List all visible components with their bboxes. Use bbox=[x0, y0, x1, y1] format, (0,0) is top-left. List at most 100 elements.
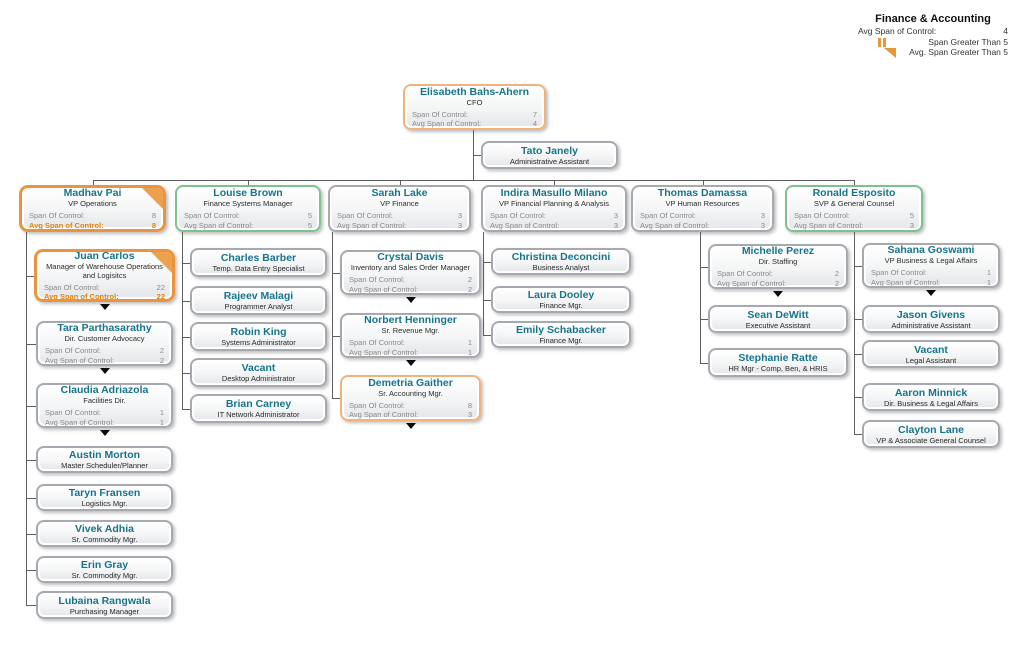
employee-title: Dir. Staffing bbox=[758, 257, 798, 266]
avg-span-of-control-row: Avg Span of Control:3 bbox=[787, 221, 921, 231]
span-of-control-row: Span Of Control:7 bbox=[405, 110, 544, 120]
column-line bbox=[700, 232, 701, 363]
span-of-control-label: Span Of Control: bbox=[45, 346, 101, 355]
chart-title: Finance & Accounting bbox=[875, 13, 991, 25]
avg-span-of-control-row: Avg Span of Control:1 bbox=[864, 278, 998, 287]
avg-span-of-control-label: Avg Span of Control: bbox=[349, 347, 419, 357]
span-of-control-row: Span Of Control:5 bbox=[177, 211, 319, 221]
child-stub-line bbox=[700, 319, 708, 320]
collapsed-subordinates-arrow-icon[interactable] bbox=[99, 368, 110, 374]
span-of-control-label: Span Of Control: bbox=[640, 211, 696, 220]
employee-name: Ronald Esposito bbox=[812, 187, 896, 199]
child-stub-line bbox=[854, 266, 862, 267]
child-stub-line bbox=[182, 409, 190, 410]
column-line bbox=[854, 232, 855, 434]
span-of-control-label: Span Of Control: bbox=[44, 282, 100, 292]
collapsed-subordinates-arrow-icon[interactable] bbox=[405, 423, 416, 429]
employee-title: VP Business & Legal Affairs bbox=[884, 256, 978, 265]
span-of-control-row: Span Of Control:22 bbox=[37, 283, 172, 293]
collapsed-subordinates-arrow-icon[interactable] bbox=[405, 297, 416, 303]
avg-span-of-control-value: 4 bbox=[532, 119, 537, 128]
child-stub-line bbox=[26, 344, 36, 345]
avg-span-of-control-label: Avg Span of Control: bbox=[717, 278, 787, 288]
collapsed-subordinates-arrow-icon[interactable] bbox=[405, 360, 416, 366]
span-of-control-label: Span Of Control: bbox=[337, 211, 393, 220]
collapsed-subordinates-arrow-icon[interactable] bbox=[773, 291, 783, 297]
avg-span-of-control-value: 3 bbox=[457, 220, 462, 230]
employee-title: Temp. Data Entry Specialist bbox=[212, 264, 305, 273]
avg-span-of-control-label: Avg Span of Control: bbox=[45, 355, 115, 365]
vp-drop-line bbox=[400, 180, 401, 185]
collapsed-subordinates-arrow-icon[interactable] bbox=[99, 304, 110, 310]
avg-span-of-control-value: 2 bbox=[834, 278, 839, 288]
avg-span-of-control-value: 3 bbox=[760, 220, 765, 230]
avg-span-of-control-row: Avg Span of Control:4 bbox=[405, 119, 544, 128]
collapsed-subordinates-arrow-icon[interactable] bbox=[926, 290, 936, 296]
child-stub-line bbox=[26, 498, 36, 499]
span-of-control-label: Span Of Control: bbox=[871, 268, 927, 277]
avg-span-of-control-label: Avg Span of Control: bbox=[794, 220, 864, 230]
avg-span-of-control-value: 2 bbox=[159, 355, 164, 365]
child-stub-line bbox=[483, 300, 491, 301]
column-line bbox=[332, 232, 333, 398]
avg-span-of-control-row: Avg Span of Control:3 bbox=[330, 221, 469, 231]
child-stub-line bbox=[26, 276, 34, 277]
legend-avg-span-label: Avg Span of Control: bbox=[858, 26, 937, 36]
child-stub-line bbox=[700, 267, 708, 268]
employee-title: Dir. Business & Legal Affairs bbox=[883, 398, 979, 408]
employee-name: Tato Janely bbox=[521, 144, 578, 157]
collapsed-subordinates-arrow-icon[interactable] bbox=[99, 430, 110, 436]
child-stub-line bbox=[26, 570, 36, 571]
employee-name: Demetria Gaither bbox=[368, 376, 453, 389]
avg-flag-corner-icon bbox=[151, 252, 172, 273]
child-stub-line bbox=[182, 301, 190, 302]
avg-span-of-control-label: Avg Span of Control: bbox=[184, 220, 254, 230]
avg-span-of-control-row: Avg Span of Control:3 bbox=[633, 221, 772, 231]
employee-name: Elisabeth Bahs-Ahern bbox=[419, 85, 530, 98]
employee-name: Sahana Goswami bbox=[887, 244, 975, 256]
